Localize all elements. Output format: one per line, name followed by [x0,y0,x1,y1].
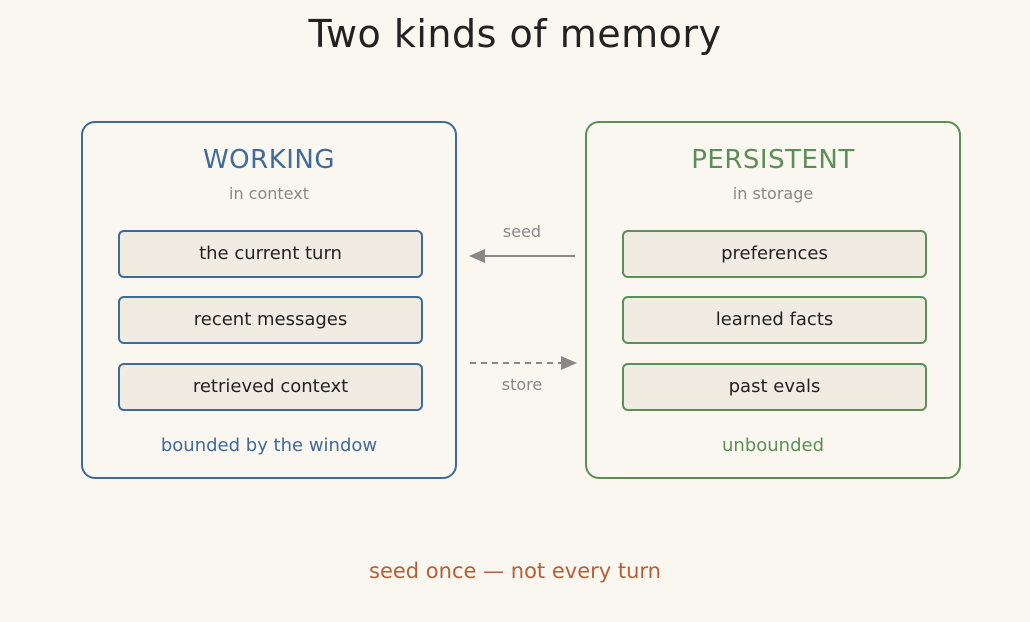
working-item-retrieved-context: retrieved context [118,363,423,411]
seed-arrow [469,249,575,263]
working-item-recent-messages: recent messages [118,296,423,344]
persistent-memory-panel: PERSISTENT in storage preferences learne… [585,121,961,479]
persistent-item-past-evals: past evals [622,363,927,411]
working-item-current-turn: the current turn [118,230,423,278]
seed-arrow-label: seed [502,222,542,241]
footer-note: seed once — not every turn [369,559,661,583]
persistent-item-learned-facts: learned facts [622,296,927,344]
working-memory-panel: WORKING in context the current turn rece… [81,121,457,479]
persistent-footer: unbounded [722,435,824,456]
working-subtitle: in context [229,184,309,203]
persistent-title: PERSISTENT [691,145,855,175]
store-arrow [470,356,577,370]
store-arrow-label: store [501,375,543,394]
working-title: WORKING [202,145,336,175]
page-title: Two kinds of memory [308,12,722,56]
working-footer: bounded by the window [160,435,378,456]
persistent-item-preferences: preferences [622,230,927,278]
persistent-subtitle: in storage [732,184,814,203]
